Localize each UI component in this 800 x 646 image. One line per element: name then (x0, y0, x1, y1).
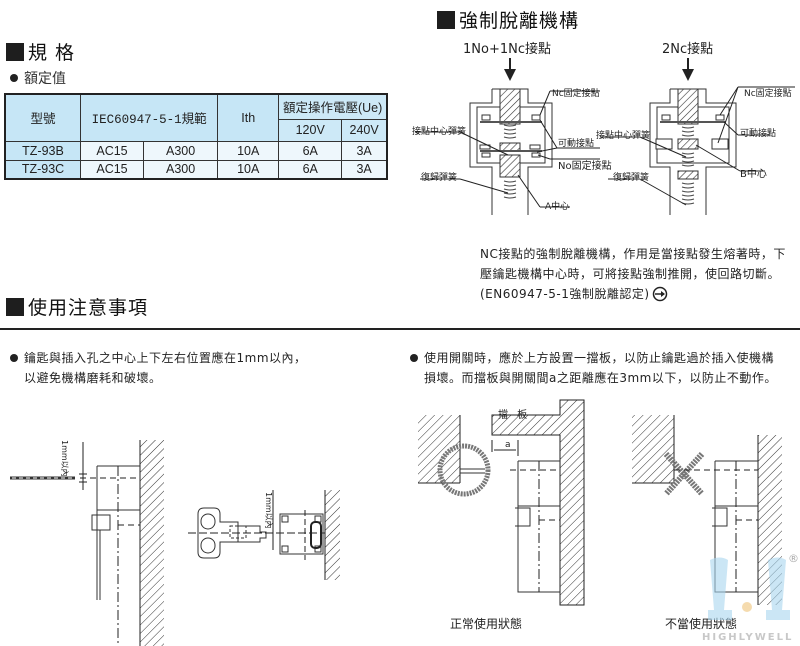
header-rated-voltage: 額定操作電壓(Ue) (278, 93, 388, 120)
description-line: (EN60947-5-1強制脫離認定) (480, 287, 650, 301)
note-line: 以避免機構磨耗和破壞。 (24, 371, 162, 385)
cell-240v: 3A (341, 140, 388, 161)
forced-description: NC接點的強制脫離機構，作用是當接點發生熔著時，下 壓鑰匙機構中心時，可將接點強… (480, 244, 800, 304)
front-view-alignment-drawing (188, 490, 340, 580)
usage-section-title: 使用注意事項 (6, 293, 148, 320)
section-divider (0, 328, 800, 330)
bullet-icon (10, 74, 18, 82)
label-center-a: A中心 (545, 202, 570, 212)
note-line: 損壞。而擋板與開關間a之距離應在3mm以下，以防止不動作。 (424, 371, 777, 385)
header-standard: IEC60947-5-1規範 (79, 93, 219, 142)
improper-caption: 不當使用狀態 (665, 617, 738, 631)
cell-ith: 10A (217, 159, 280, 180)
note-left: 鑰匙與插入孔之中心上下左右位置應在1mm以內， 以避免機構磨耗和破壞。 (10, 348, 390, 388)
description-line: NC接點的強制脫離機構，作用是當接點發生熔著時，下 (480, 247, 786, 261)
label-return-spring-a: 復歸彈簧 (421, 173, 458, 183)
forced-opening-icon (652, 286, 667, 302)
cell-model: TZ-93B (4, 140, 81, 161)
cell-rating: A300 (142, 159, 219, 180)
spec-section-title: 規 格 (6, 38, 75, 65)
rated-values-text: 額定值 (24, 71, 66, 87)
baffle-label: 擋 板 (498, 410, 531, 421)
label-no-fixed-a: No固定接點 (558, 161, 612, 172)
rated-values-heading: 額定值 (10, 68, 66, 88)
brand-logo-icon (708, 557, 790, 620)
note-line: 使用開關時，應於上方設置一擋板，以防止鑰匙過於插入使機構 (424, 351, 775, 365)
rating-table: 型號 IEC60947-5-1規範 Ith 額定操作電壓(Ue) 120V 24… (4, 93, 388, 180)
contact-diagram-a (415, 58, 600, 215)
section-square-icon (6, 42, 24, 61)
gap-a-label: a (505, 440, 511, 450)
note-line: 鑰匙與插入孔之中心上下左右位置應在1mm以內， (24, 351, 307, 365)
bullet-icon (10, 354, 18, 362)
header-ith: Ith (217, 93, 280, 142)
cell-rating: A300 (142, 140, 219, 161)
note-right: 使用開關時，應於上方設置一擋板，以防止鑰匙過於插入使機構 損壞。而擋板與開關間a… (410, 348, 800, 388)
label-center-spring-b: 接點中心彈簧 (596, 131, 651, 141)
cell-model: TZ-93C (4, 159, 81, 180)
table-row: TZ-93C AC15 A300 10A 6A 3A (4, 159, 388, 180)
tolerance-label-front: 1mm以內 (264, 492, 273, 529)
label-movable-a: 可動接點 (558, 139, 595, 149)
header-model: 型號 (4, 93, 81, 142)
section-square-icon (6, 297, 24, 316)
diagram-a-title: 1No+1Nc接點 (463, 42, 551, 57)
label-return-spring-b: 復歸彈簧 (613, 173, 650, 183)
usage-title-text: 使用注意事項 (28, 297, 149, 319)
label-center-spring-a: 接點中心彈簧 (412, 127, 467, 137)
contact-diagram-b (600, 58, 795, 215)
registered-mark: ® (788, 552, 799, 565)
diagram-b-title: 2Nc接點 (662, 42, 714, 57)
label-movable-b: 可動接點 (740, 129, 777, 139)
arrow-down-icon (682, 58, 694, 81)
side-view-alignment-drawing (10, 440, 164, 646)
label-nc-fixed-a: Nc固定接點 (552, 89, 600, 99)
spec-title-text: 規 格 (28, 42, 76, 64)
bullet-icon (410, 354, 418, 362)
cell-240v: 3A (341, 159, 388, 180)
forced-section-title: 強制脫離機構 (437, 6, 579, 33)
arrow-down-icon (504, 58, 516, 81)
header-240v: 240V (341, 118, 388, 142)
cell-category: AC15 (80, 159, 144, 180)
cell-category: AC15 (80, 140, 144, 161)
table-row: TZ-93B AC15 A300 10A 6A 3A (4, 140, 388, 161)
normal-usage-drawing (418, 399, 585, 606)
cell-ith: 10A (217, 140, 280, 161)
brand-watermark: HIGHLYWELL (702, 632, 794, 643)
tolerance-label-left: 1mm以內 (60, 440, 69, 477)
label-nc-fixed-b: Nc固定接點 (744, 89, 792, 99)
cell-120v: 6A (278, 140, 343, 161)
forced-title-text: 強制脫離機構 (459, 10, 580, 32)
header-120v: 120V (278, 118, 343, 142)
normal-caption: 正常使用狀態 (450, 617, 523, 631)
description-line: 壓鑰匙機構中心時，可將接點強制推開，使回路切斷。 (480, 267, 781, 281)
cell-120v: 6A (278, 159, 343, 180)
section-square-icon (437, 10, 455, 29)
label-center-b: B中心 (740, 169, 767, 180)
